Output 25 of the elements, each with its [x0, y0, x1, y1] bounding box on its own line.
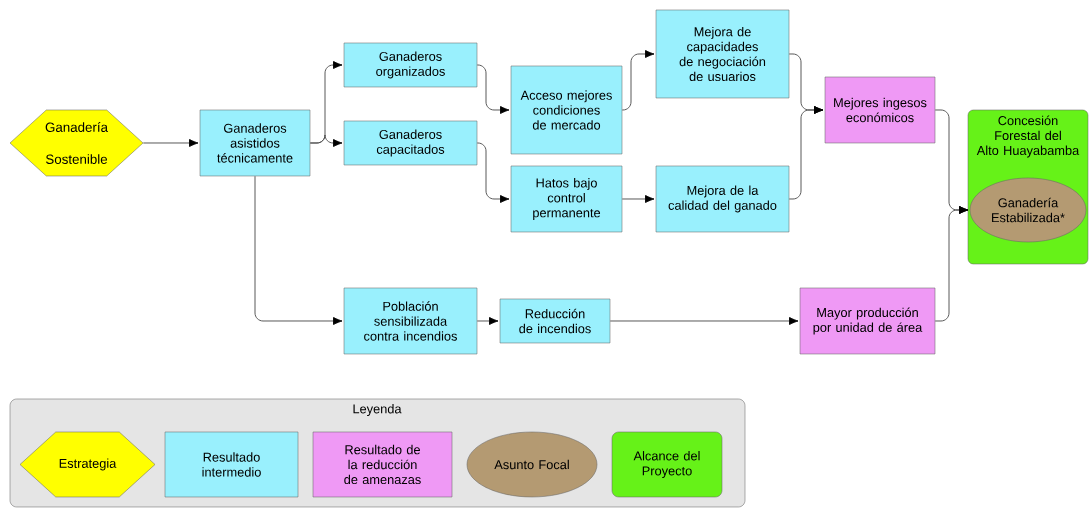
- result-box: Población sensibilizada contra incendios: [343, 287, 478, 355]
- result-box: Acceso mejores condiciones de mercado: [510, 65, 623, 155]
- result-box: Reducción de incendios: [499, 298, 611, 344]
- result-box: Mejora de capacidades de negociación de usuarios: [655, 9, 790, 99]
- arrow: [621, 195, 655, 203]
- arrow: [609, 317, 799, 325]
- legend-text: Alcance del Proyecto: [633, 451, 700, 478]
- threat-result-box: Mayor producción por unidad de área: [799, 287, 936, 355]
- legend-text: Resultado intermedio: [202, 452, 261, 477]
- arrow: [254, 175, 343, 325]
- arrow: [142, 139, 199, 147]
- strategy-hexagon: Ganadería Sostenible: [9, 109, 144, 177]
- arrow: [934, 206, 969, 322]
- result-box: Ganaderos capacitados: [343, 120, 478, 166]
- arrow: [309, 134, 343, 147]
- arrow: [476, 317, 499, 325]
- legend-title: Leyenda: [353, 404, 402, 416]
- legend-text: Asunto Focal: [494, 459, 569, 470]
- threat-result-box: Mejores ingesos económicos: [824, 76, 936, 144]
- result-box: Mejora de la calidad del ganado: [655, 165, 790, 233]
- result-box: Ganaderos asistidos técnicamente: [199, 109, 311, 177]
- result-box: Ganaderos organizados: [343, 42, 478, 88]
- legend-text: Estrategia: [59, 458, 117, 471]
- legend-text: Resultado de la reducción de amenazas: [344, 444, 421, 485]
- result-box: Hatos bajo control permanente: [510, 165, 623, 233]
